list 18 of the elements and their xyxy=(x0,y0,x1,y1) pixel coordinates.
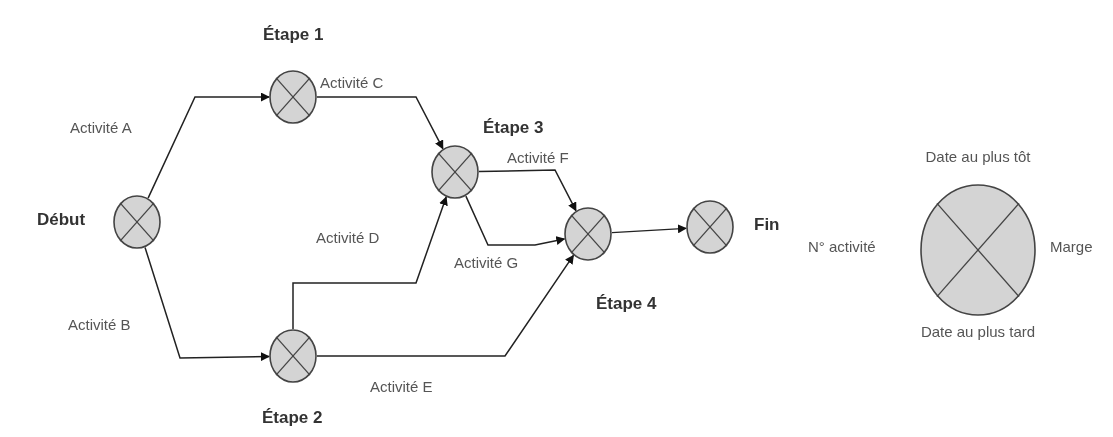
node-title: Début xyxy=(37,210,86,230)
arrow xyxy=(611,224,687,234)
earliest-date-label: Date au plus tôt xyxy=(924,147,1032,167)
slack-label: Marge xyxy=(1050,237,1093,257)
arrow xyxy=(465,195,566,246)
arrow xyxy=(292,196,448,330)
node-title: Étape 2 xyxy=(262,408,323,428)
arrow xyxy=(316,254,575,357)
node-title: Étape 4 xyxy=(596,294,657,314)
arrow xyxy=(144,246,270,362)
arrow xyxy=(316,96,444,150)
arrow xyxy=(147,92,270,199)
node-title: Fin xyxy=(754,215,780,235)
node-title: Étape 1 xyxy=(263,25,324,45)
activity-number-label: N° activité xyxy=(808,237,876,257)
latest-date-label: Date au plus tard xyxy=(919,322,1037,342)
arrow xyxy=(478,169,577,212)
node-title: Étape 3 xyxy=(483,118,544,138)
